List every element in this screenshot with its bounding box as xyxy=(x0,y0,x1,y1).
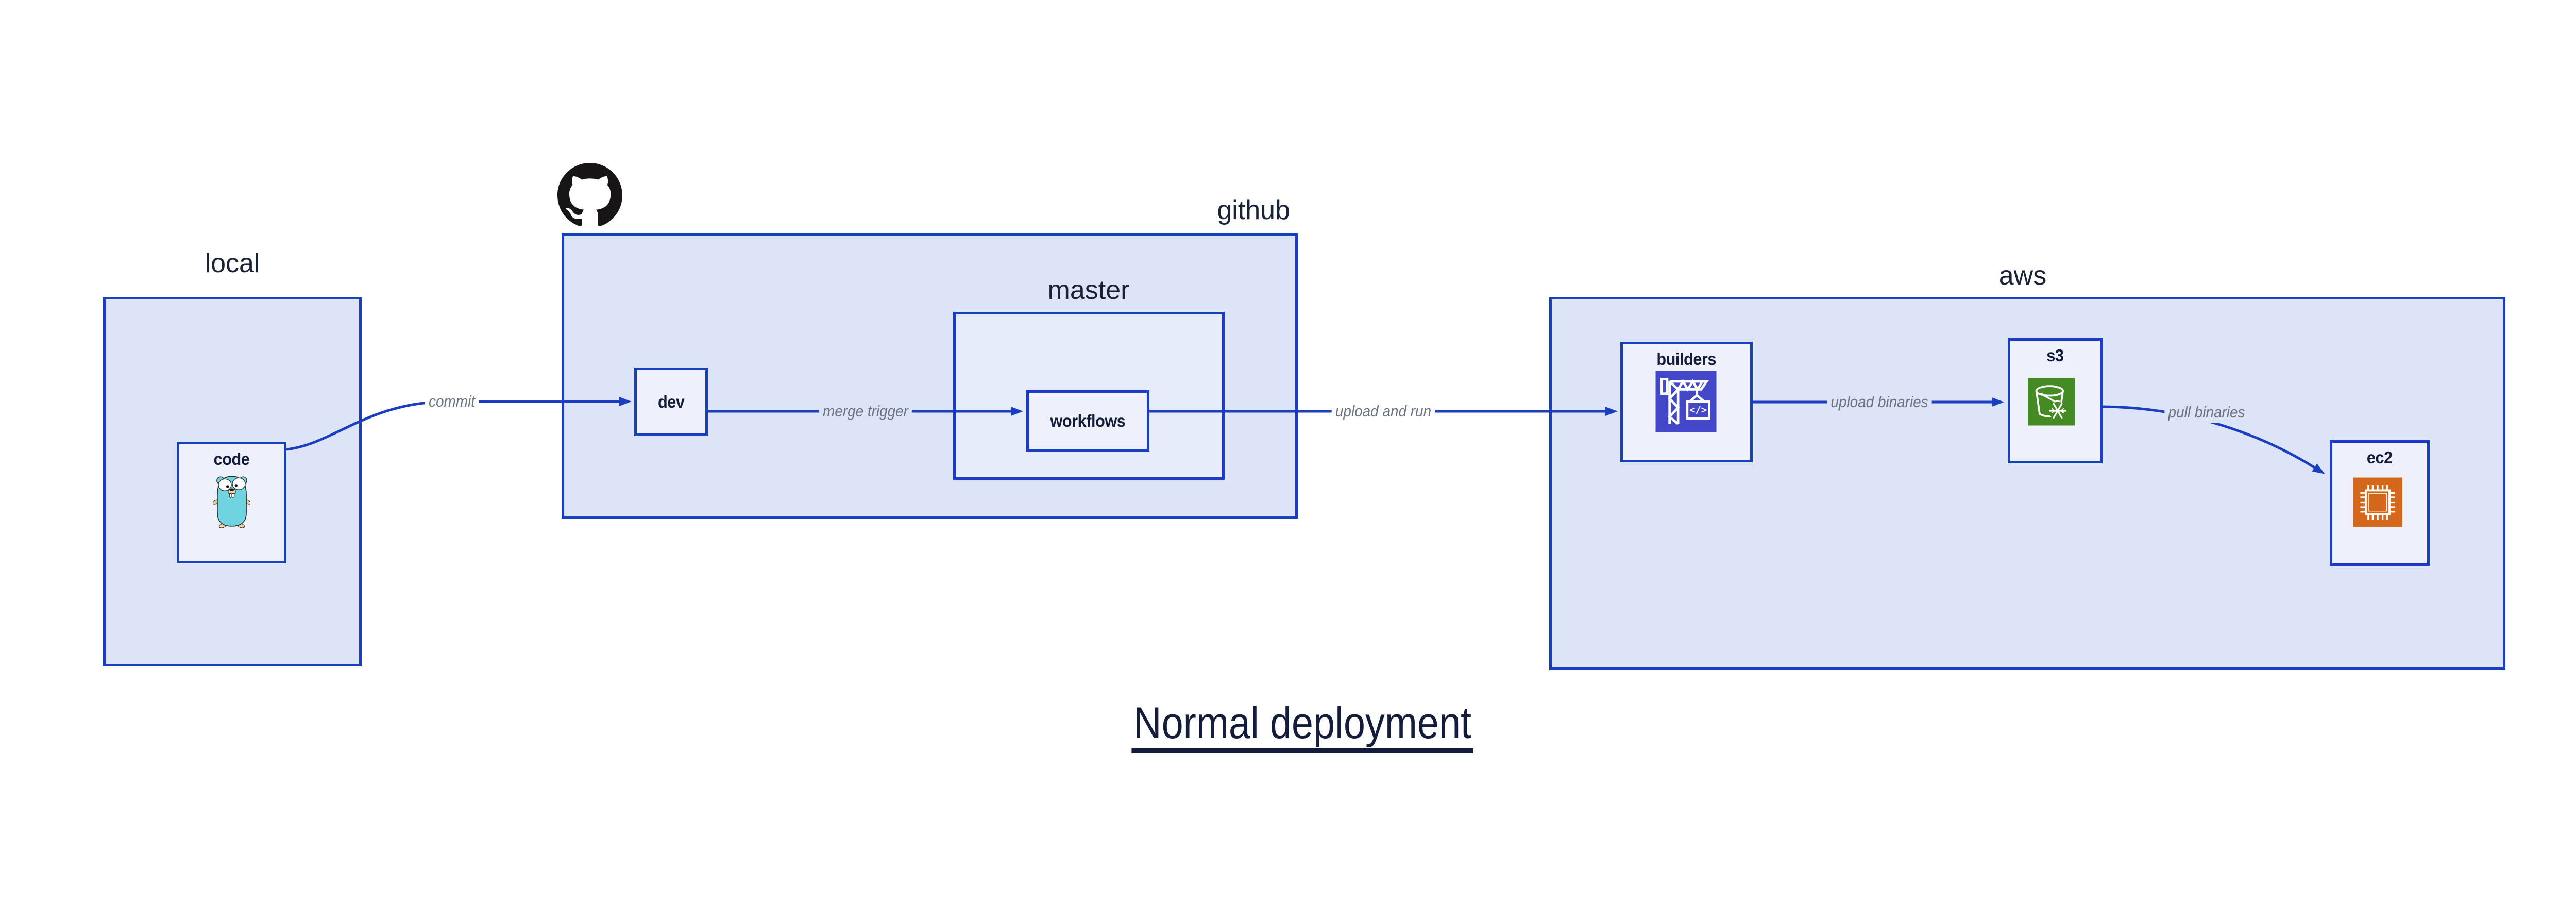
dev-node-box: dev xyxy=(634,368,708,436)
github-octocat-icon xyxy=(557,163,622,226)
ec2-node-label: ec2 xyxy=(2367,448,2393,467)
master-group-label: master xyxy=(1047,275,1130,305)
go-gopher-icon xyxy=(213,476,250,528)
merge-trigger-edge-label: merge trigger xyxy=(819,401,912,422)
pull-binaries-edge-label: pull binaries xyxy=(2164,402,2249,423)
codebuild-code-glyph: </> xyxy=(1689,404,1707,415)
aws-group-label: aws xyxy=(1998,261,2047,291)
commit-edge-label: commit xyxy=(425,391,479,412)
upload-binaries-edge-label: upload binaries xyxy=(1827,392,1932,412)
local-group-label: local xyxy=(205,248,260,278)
upload-and-run-edge-label: upload and run xyxy=(1331,401,1435,422)
aws-codebuild-icon: </> xyxy=(1655,371,1717,432)
workflows-node-label: workflows xyxy=(1050,411,1126,430)
github-group-label: github xyxy=(1217,195,1290,225)
aws-ec2-chip-icon xyxy=(2353,477,2402,527)
dev-node-label: dev xyxy=(657,392,685,411)
builders-node-label: builders xyxy=(1656,349,1717,369)
diagram-title: Normal deployment xyxy=(1131,701,1473,753)
workflows-node-box: workflows xyxy=(1026,390,1149,452)
s3-node-label: s3 xyxy=(2046,346,2064,365)
code-node-label: code xyxy=(213,449,250,469)
aws-s3-glacier-bucket-icon xyxy=(2028,378,2075,426)
